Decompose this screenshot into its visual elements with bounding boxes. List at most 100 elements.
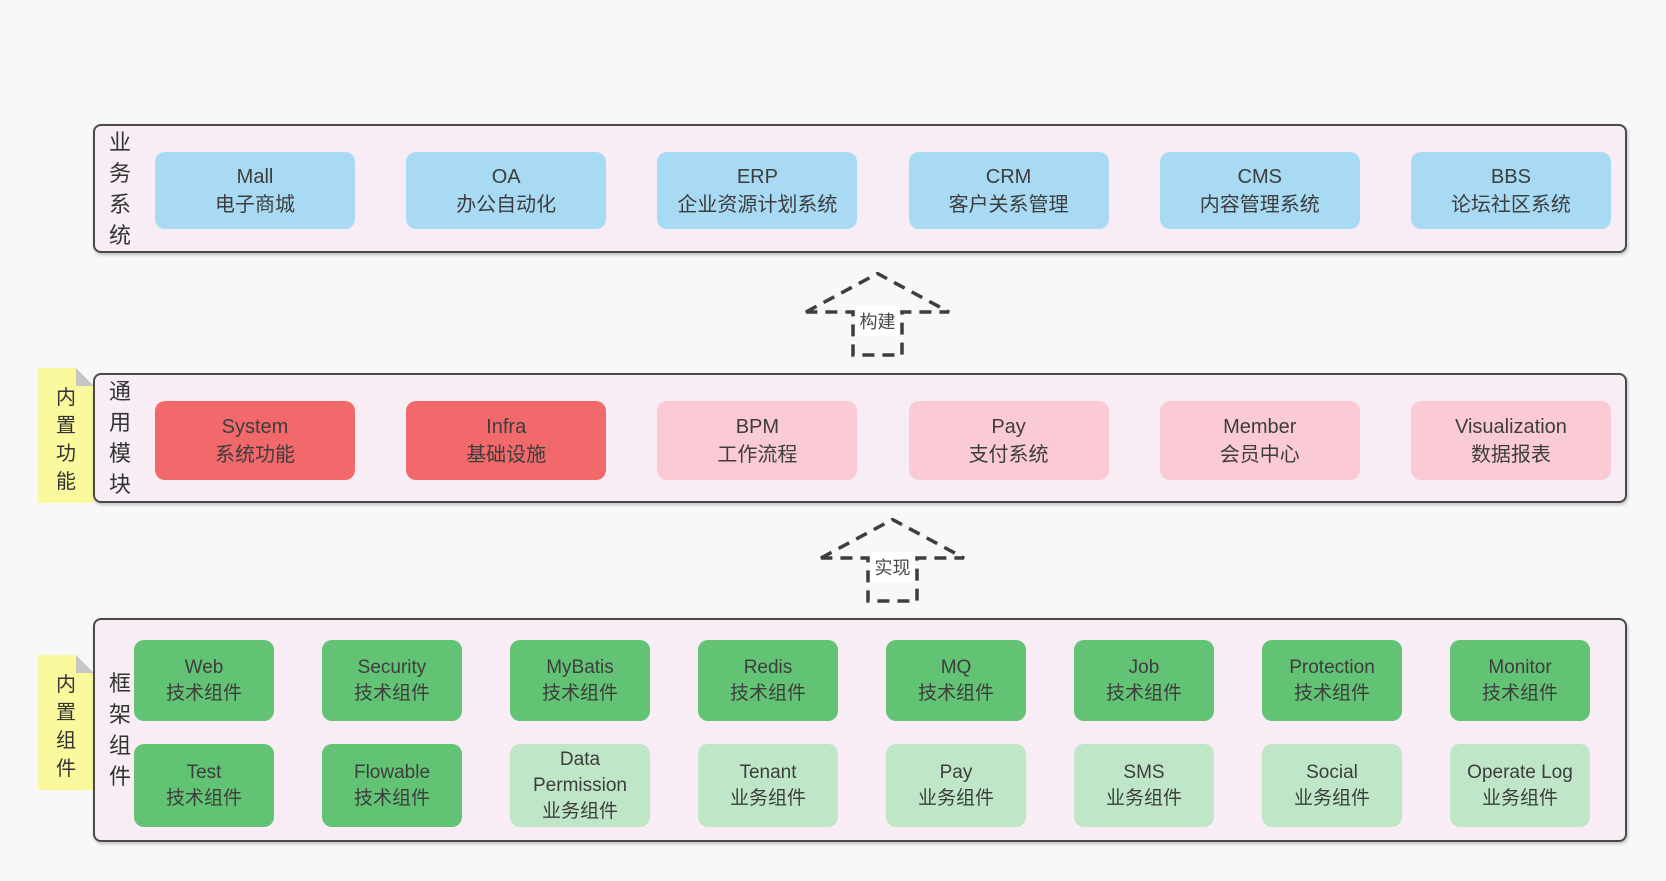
box-title: Mall [236,165,274,188]
box-title: Test [186,761,222,783]
box-title: System [221,415,289,438]
sticky-note-label: 内置功能 [56,387,76,493]
layer-business-systems: 业务系统 Mall 电子商城 OA 办公自动化 ERP 企业资源计划系统 CRM 客户关系管理… [93,124,1627,253]
box-bbs: BBS 论坛社区系统 [1410,152,1611,229]
box-bpm: BPM 工作流程 [657,401,858,480]
box-monitor: Monitor 技术组件 [1450,640,1590,721]
box-subtitle: 系统功能 [215,443,295,466]
box-subtitle: 企业资源计划系统 [677,193,838,216]
box-title: Social [1306,761,1358,783]
box-subtitle: 业务组件 [729,787,806,809]
box-title: SMS [1123,761,1165,783]
box-mq: MQ 技术组件 [886,640,1026,721]
box-job: Job 技术组件 [1074,640,1214,721]
box-title: Data Permission [533,748,627,796]
box-subtitle: 数据报表 [1470,443,1551,466]
box-test: Test 技术组件 [134,744,274,827]
box-subtitle: 基础设施 [466,443,547,466]
box-tenant: Tenant 业务组件 [698,744,838,827]
box-member: Member 会员中心 [1159,401,1360,480]
arrow-build-label: 构建 [855,306,900,336]
sticky-note-builtin-functions: 内置功能 [38,368,94,503]
box-cms: CMS 内容管理系统 [1159,152,1360,229]
box-title: Tenant [739,761,797,783]
sticky-note-builtin-components: 内置组件 [38,655,94,790]
up-arrow-icon [805,272,950,357]
box-subtitle: 技术组件 [1481,682,1558,704]
box-title: CMS [1237,165,1282,188]
box-oa: OA 办公自动化 [406,152,607,229]
box-title: Job [1128,656,1160,678]
box-subtitle: 技术组件 [729,682,806,704]
box-subtitle: 办公自动化 [456,193,557,216]
box-sms: SMS 业务组件 [1074,744,1214,827]
box-subtitle: 业务组件 [1105,787,1182,809]
sticky-note-label: 内置组件 [56,674,76,780]
box-subtitle: 技术组件 [353,682,430,704]
box-row-modules: System 系统功能 Infra 基础设施 BPM 工作流程 Pay 支付系统 Member 会… [155,401,1611,480]
box-protection: Protection 技术组件 [1262,640,1402,721]
arrow-implement-label: 实现 [870,552,915,582]
box-erp: ERP 企业资源计划系统 [657,152,858,229]
box-title: BPM [735,415,780,438]
box-subtitle: 技术组件 [917,682,994,704]
folded-corner-icon [76,655,94,673]
box-crm: CRM 客户关系管理 [908,152,1109,229]
box-web: Web 技术组件 [134,640,274,721]
up-arrow-icon [820,518,965,603]
box-subtitle: 技术组件 [541,682,618,704]
layer-label-framework-components: 框架组件 [108,671,131,789]
box-pay: Pay 支付系统 [908,401,1109,480]
box-title: Protection [1289,656,1375,678]
box-mybatis: MyBatis 技术组件 [510,640,650,721]
box-title: Pay [991,415,1026,438]
box-flowable: Flowable 技术组件 [322,744,462,827]
layer-label-common-modules: 通用模块 [108,379,131,497]
box-title: Visualization [1454,415,1567,438]
box-title: OA [491,165,521,188]
box-subtitle: 业务组件 [541,800,618,822]
box-title: Pay [939,761,973,783]
box-subtitle: 内容管理系统 [1199,193,1320,216]
layer-label-business-systems: 业务系统 [108,129,131,248]
box-system: System 系统功能 [155,401,355,480]
box-title: MQ [940,656,972,678]
box-subtitle: 技术组件 [165,682,242,704]
box-title: Infra [486,415,527,438]
box-title: ERP [736,165,778,188]
box-data-permission: Data Permission 业务组件 [510,744,650,827]
box-subtitle: 技术组件 [1105,682,1182,704]
arrow-build: 构建 [805,272,950,357]
box-title: Web [184,656,224,678]
box-title: CRM [985,165,1032,188]
box-subtitle: 技术组件 [353,787,430,809]
box-subtitle: 电子商城 [215,193,295,216]
box-title: MyBatis [546,656,614,678]
box-title: Member [1223,415,1297,438]
box-subtitle: 会员中心 [1219,443,1300,466]
box-subtitle: 工作流程 [717,443,798,466]
box-subtitle: 支付系统 [968,443,1049,466]
box-subtitle: 技术组件 [1293,682,1370,704]
box-redis: Redis 技术组件 [698,640,838,721]
box-mall: Mall 电子商城 [155,152,355,229]
box-infra: Infra 基础设施 [406,401,607,480]
box-subtitle: 客户关系管理 [948,193,1069,216]
box-subtitle: 业务组件 [1293,787,1370,809]
box-title: BBS [1490,165,1531,188]
box-title: Monitor [1488,656,1552,678]
box-subtitle: 论坛社区系统 [1450,193,1571,216]
box-row-business: Mall 电子商城 OA 办公自动化 ERP 企业资源计划系统 CRM 客户关系管理 CMS 内容… [155,152,1611,229]
box-title: Flowable [353,761,431,783]
folded-corner-icon [76,368,94,386]
box-subtitle: 技术组件 [165,787,242,809]
box-title: Operate Log [1467,761,1573,783]
box-social: Social 业务组件 [1262,744,1402,827]
box-title: Redis [743,656,793,678]
box-subtitle: 业务组件 [1481,787,1558,809]
